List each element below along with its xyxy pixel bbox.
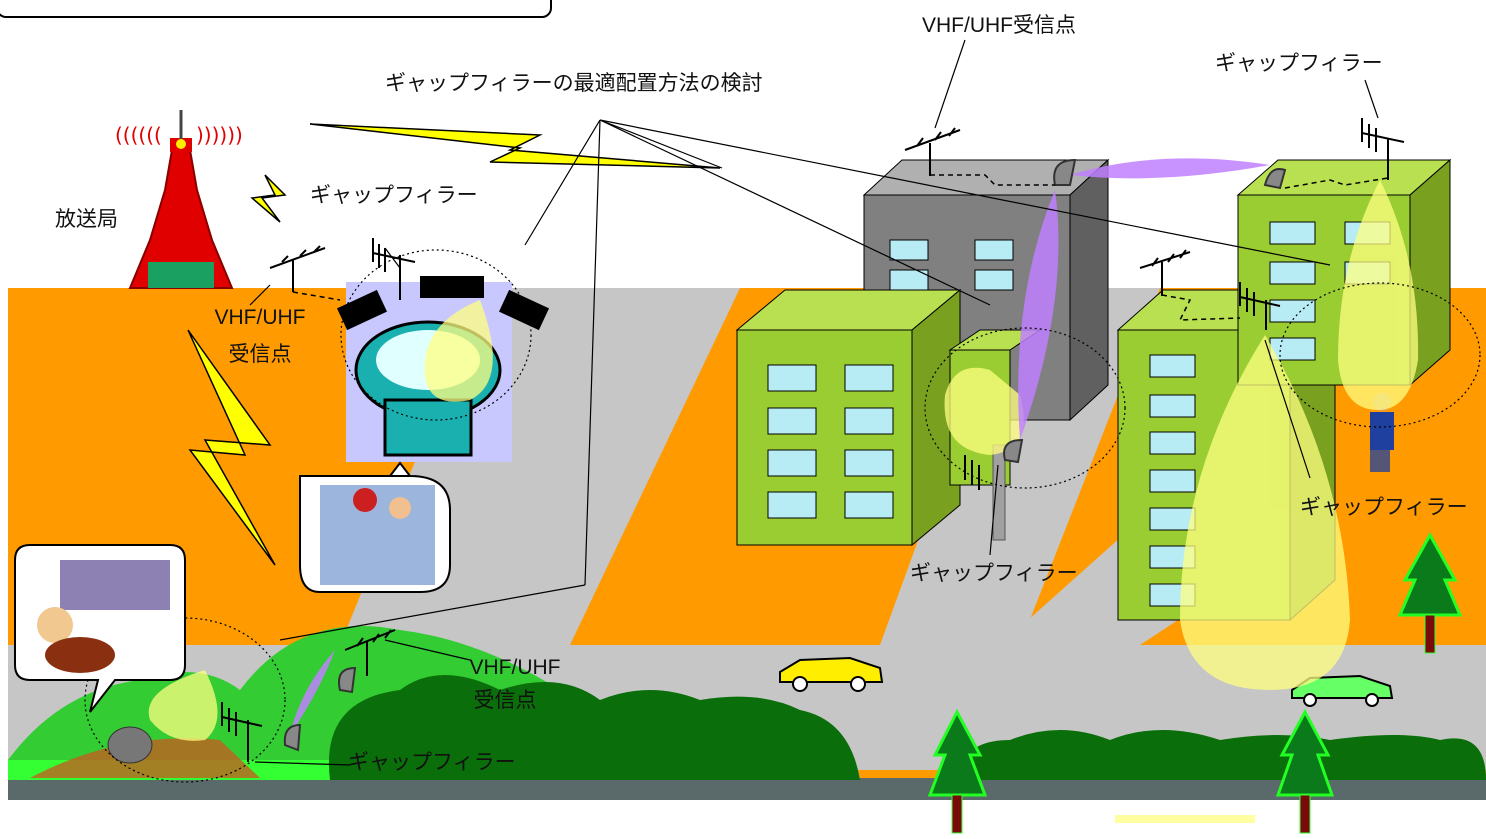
label-gapfiller-right: ギャップフィラー (1300, 496, 1468, 519)
dish-icons (283, 158, 1287, 752)
coverage-circles (84, 249, 1481, 783)
lightning-icon (187, 123, 721, 566)
label-vhf-hill-line2: 受信点 (473, 689, 537, 712)
label-vhf-top: VHF/UHF受信点 (922, 14, 1076, 37)
label-vhf-left-line1: VHF/UHF (214, 306, 306, 329)
link-beams (290, 158, 1270, 735)
car-icon (779, 656, 884, 692)
green-building-left (735, 288, 962, 547)
tree-icon (1275, 708, 1335, 834)
broadcast-tower-icon: (((((( )))))) (115, 110, 243, 289)
label-vhf-left-line2: 受信点 (228, 343, 292, 366)
title-frame (0, 0, 552, 18)
gapfiller-pole (992, 444, 1006, 541)
label-gapfiller-bottom: ギャップフィラー (348, 751, 516, 774)
tree-icon (1397, 531, 1463, 654)
label-gapfiller-stadium: ギャップフィラー (310, 184, 478, 207)
diagram-title: ギャップフィラーの最適配置方法の検討 (385, 72, 763, 95)
coverage-cones (148, 180, 1419, 741)
bushes (328, 675, 1486, 780)
bottom-strip (8, 778, 1486, 800)
callout-fans (299, 461, 451, 593)
tree-icon (927, 708, 988, 834)
label-vhf-hill-line1: VHF/UHF (469, 656, 561, 679)
car-icon (1291, 674, 1394, 707)
svg-text:)))))): )))))) (196, 123, 243, 147)
leader-lines (249, 39, 1379, 766)
label-gapfiller-top-right: ギャップフィラー (1215, 52, 1383, 75)
antenna-icons (221, 118, 1405, 762)
cables (292, 174, 1389, 321)
label-broadcast-station: 放送局 (55, 208, 118, 231)
callout-train (14, 544, 186, 713)
svg-text:((((((: (((((( (115, 123, 162, 147)
label-gapfiller-mid: ギャップフィラー (910, 562, 1078, 585)
